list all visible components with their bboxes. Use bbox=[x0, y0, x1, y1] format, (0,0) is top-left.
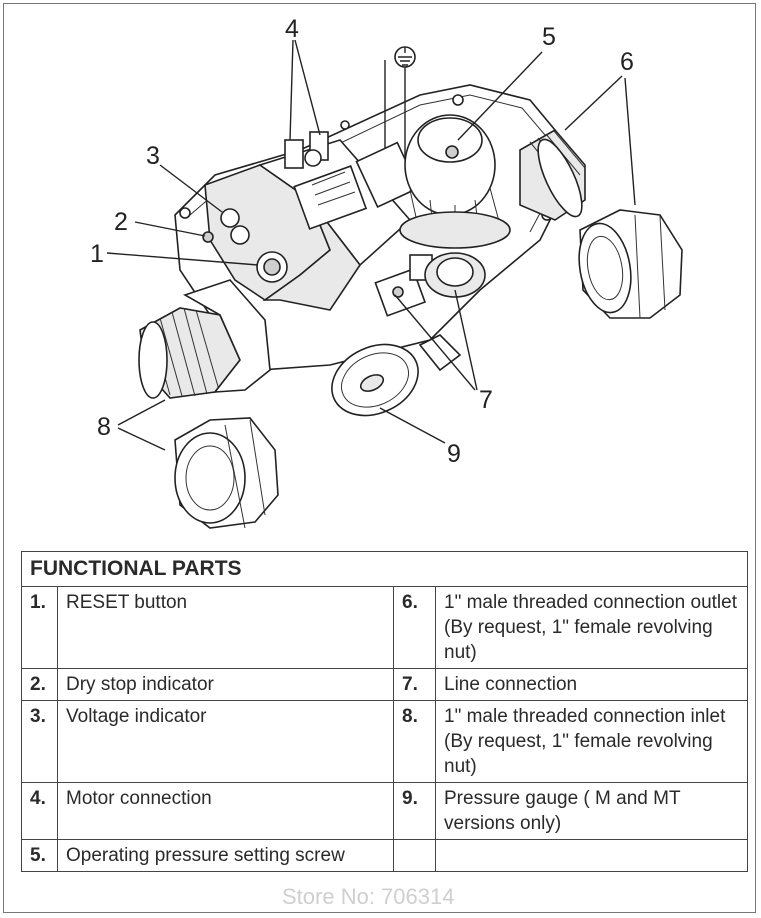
callout-4: 4 bbox=[285, 15, 299, 43]
part-description: Pressure gauge ( M and MT versions only) bbox=[435, 782, 748, 840]
leader-lines bbox=[106, 39, 636, 451]
part-description: Operating pressure setting screw bbox=[57, 839, 394, 872]
part-number: 5. bbox=[21, 839, 58, 872]
part-number: 9. bbox=[393, 782, 436, 840]
callout-7: 7 bbox=[479, 386, 493, 414]
callout-3: 3 bbox=[146, 142, 160, 170]
callout-5: 5 bbox=[542, 23, 556, 51]
store-watermark: Store No: 706314 bbox=[282, 884, 455, 909]
part-description: 1" male threaded connection inlet (By re… bbox=[435, 700, 748, 783]
table-title: FUNCTIONAL PARTS bbox=[21, 551, 748, 587]
table-row: 4. Motor connection 9. Pressure gauge ( … bbox=[21, 782, 748, 840]
functional-parts-table: FUNCTIONAL PARTS 1. RESET button 6. 1" m… bbox=[21, 551, 748, 872]
callout-8: 8 bbox=[97, 413, 111, 441]
callout-1: 1 bbox=[90, 240, 104, 268]
part-description: Line connection bbox=[435, 668, 748, 701]
part-number: 1. bbox=[21, 586, 58, 669]
part-description: Dry stop indicator bbox=[57, 668, 394, 701]
part-number: 6. bbox=[393, 586, 436, 669]
part-number: 2. bbox=[21, 668, 58, 701]
pressure-control-exploded-diagram: 4 3 2 1 5 6 7 8 9 bbox=[90, 15, 683, 529]
table-row: 3. Voltage indicator 8. 1" male threaded… bbox=[21, 700, 748, 783]
part-number: 7. bbox=[393, 668, 436, 701]
part-description bbox=[435, 839, 748, 872]
inlet-thread bbox=[138, 279, 271, 399]
motor-terminals bbox=[284, 131, 329, 169]
outlet-thread bbox=[519, 128, 586, 221]
part-description: 1" male threaded connection outlet (By r… bbox=[435, 586, 748, 669]
outlet-revolving-nut bbox=[578, 209, 683, 319]
callout-6: 6 bbox=[620, 48, 634, 76]
part-description: Voltage indicator bbox=[57, 700, 394, 783]
callout-9: 9 bbox=[447, 440, 461, 468]
line-terminals bbox=[374, 252, 486, 317]
part-description: RESET button bbox=[57, 586, 394, 669]
part-number: 4. bbox=[21, 782, 58, 840]
table-row: 1. RESET button 6. 1" male threaded conn… bbox=[21, 586, 748, 669]
page-border bbox=[3, 3, 756, 913]
part-number: 8. bbox=[393, 700, 436, 783]
part-number: 3. bbox=[21, 700, 58, 783]
part-number bbox=[393, 839, 436, 872]
part-description: Motor connection bbox=[57, 782, 394, 840]
callout-2: 2 bbox=[114, 208, 128, 236]
pressure-setting-dial bbox=[399, 114, 511, 249]
circuit-board-block bbox=[204, 139, 412, 311]
table-row: 2. Dry stop indicator 7. Line connection bbox=[21, 668, 748, 701]
indicator-lights bbox=[202, 208, 250, 245]
table-row: 5. Operating pressure setting screw bbox=[21, 839, 748, 872]
reset-button-shape bbox=[256, 251, 288, 283]
inlet-revolving-nut bbox=[174, 417, 279, 529]
